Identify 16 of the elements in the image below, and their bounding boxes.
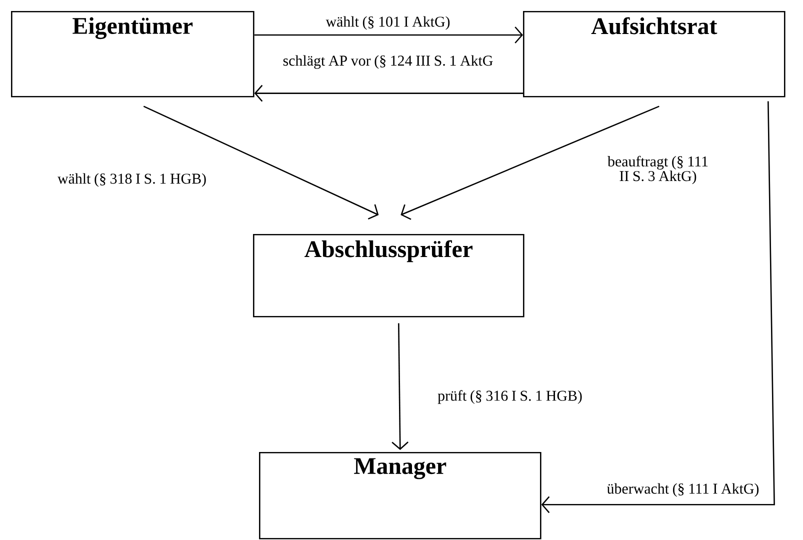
arrow xyxy=(400,106,660,220)
edge-label: wählt (§ 101 I AktG) xyxy=(326,16,450,30)
arrow xyxy=(541,101,775,514)
edge-label: prüft (§ 316 I S. 1 HGB) xyxy=(438,390,582,404)
edge-label: beauftragt (§ 111 II S. 3 AktG) xyxy=(608,156,708,184)
arrow xyxy=(254,84,523,102)
edge-label: schlägt AP vor (§ 124 III S. 1 AktG xyxy=(283,55,493,69)
arrow xyxy=(254,26,523,44)
process-box: Aufsichtsrat xyxy=(523,11,786,98)
arrow xyxy=(143,106,379,220)
edge-label: überwacht (§ 111 I AktG) xyxy=(607,483,759,497)
process-box: Manager xyxy=(259,452,542,540)
process-box: Eigentümer xyxy=(11,11,254,98)
process-box: Abschlussprüfer xyxy=(253,234,524,318)
edge-label: wählt (§ 318 I S. 1 HGB) xyxy=(58,173,206,187)
arrow xyxy=(392,323,408,450)
